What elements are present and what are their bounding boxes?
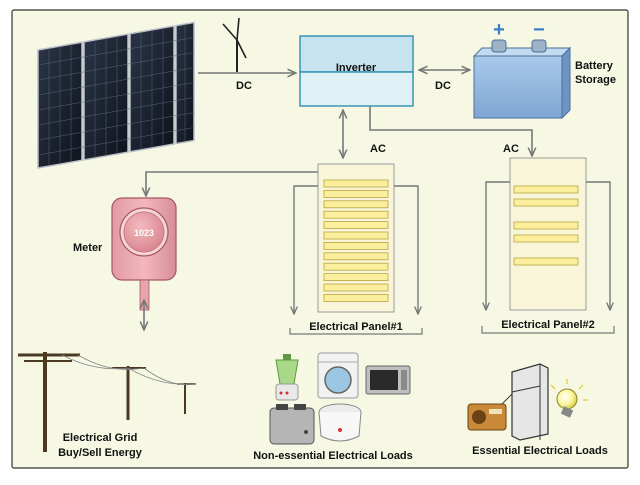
meter-reading: 1023 (134, 228, 154, 238)
electrical-panel-2 (481, 157, 615, 334)
ac-label-right: AC (503, 143, 519, 155)
breaker (513, 257, 579, 266)
breaker (323, 293, 389, 302)
toaster-icon (269, 404, 315, 445)
meter-label: Meter (73, 242, 103, 254)
essential-loads-label: Essential Electrical Loads (472, 445, 608, 457)
battery-icon: + − (472, 19, 572, 120)
breaker (513, 234, 579, 243)
battery-label-line2: Storage (575, 74, 616, 86)
breaker (323, 231, 389, 240)
breaker (323, 210, 389, 219)
blender-icon (275, 354, 299, 401)
panel-to-meter-arrow (146, 171, 318, 196)
refrigerator-icon (511, 363, 549, 441)
rice-cooker-icon (318, 403, 362, 442)
breaker (513, 198, 579, 207)
ac-arrow-panel2 (369, 106, 532, 156)
washing-machine-icon (317, 352, 359, 399)
breaker (513, 221, 579, 230)
panel1-label: Electrical Panel#1 (309, 321, 403, 333)
light-bulb-icon (550, 379, 588, 418)
dc-label-solar: DC (236, 80, 252, 92)
ac-label-left: AC (370, 143, 386, 155)
breaker (323, 200, 389, 209)
microwave-icon (365, 365, 411, 395)
inverter-box: Inverter (299, 35, 414, 107)
solar-panel-array-icon (37, 21, 195, 169)
electrical-panel-1 (289, 163, 423, 335)
breaker (323, 283, 389, 292)
breaker (323, 221, 389, 230)
breaker (323, 262, 389, 271)
utility-pole-icon (18, 352, 197, 452)
meter-icon: 1023 (111, 197, 177, 311)
wind-turbine-icon (222, 17, 247, 72)
radio-icon (467, 391, 515, 431)
battery-minus-symbol: − (533, 19, 545, 41)
nonessential-loads-label: Non-essential Electrical Loads (253, 450, 413, 462)
breaker (513, 185, 579, 194)
battery-label-line1: Battery (575, 60, 614, 72)
dc-label-battery: DC (435, 80, 451, 92)
grid-label-line2: Buy/Sell Energy (58, 447, 143, 459)
grid-label-line1: Electrical Grid (63, 432, 138, 444)
breaker (323, 241, 389, 250)
inverter-label: Inverter (336, 62, 377, 74)
breaker (323, 252, 389, 261)
breaker (323, 189, 389, 198)
breaker (323, 179, 389, 188)
breaker (323, 273, 389, 282)
panel2-label: Electrical Panel#2 (501, 319, 595, 331)
battery-plus-symbol: + (493, 19, 505, 41)
